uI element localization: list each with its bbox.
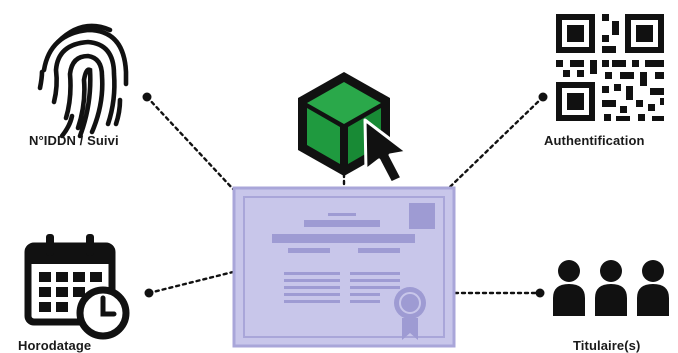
people-group-icon xyxy=(553,260,669,316)
seal-icon xyxy=(394,287,426,340)
label-timestamp: Horodatage xyxy=(18,338,92,353)
connector-authentication xyxy=(422,95,545,214)
label-tracking: N°IDDN / Suivi xyxy=(29,133,119,148)
label-holders: Titulaire(s) xyxy=(573,338,641,353)
fingerprint-icon xyxy=(37,23,129,139)
label-authentication: Authentification xyxy=(544,133,645,148)
certificate-icon xyxy=(232,186,456,348)
calendar-clock-icon xyxy=(24,234,130,340)
cube-cursor-icon xyxy=(298,72,409,185)
qr-code-icon xyxy=(556,14,664,121)
